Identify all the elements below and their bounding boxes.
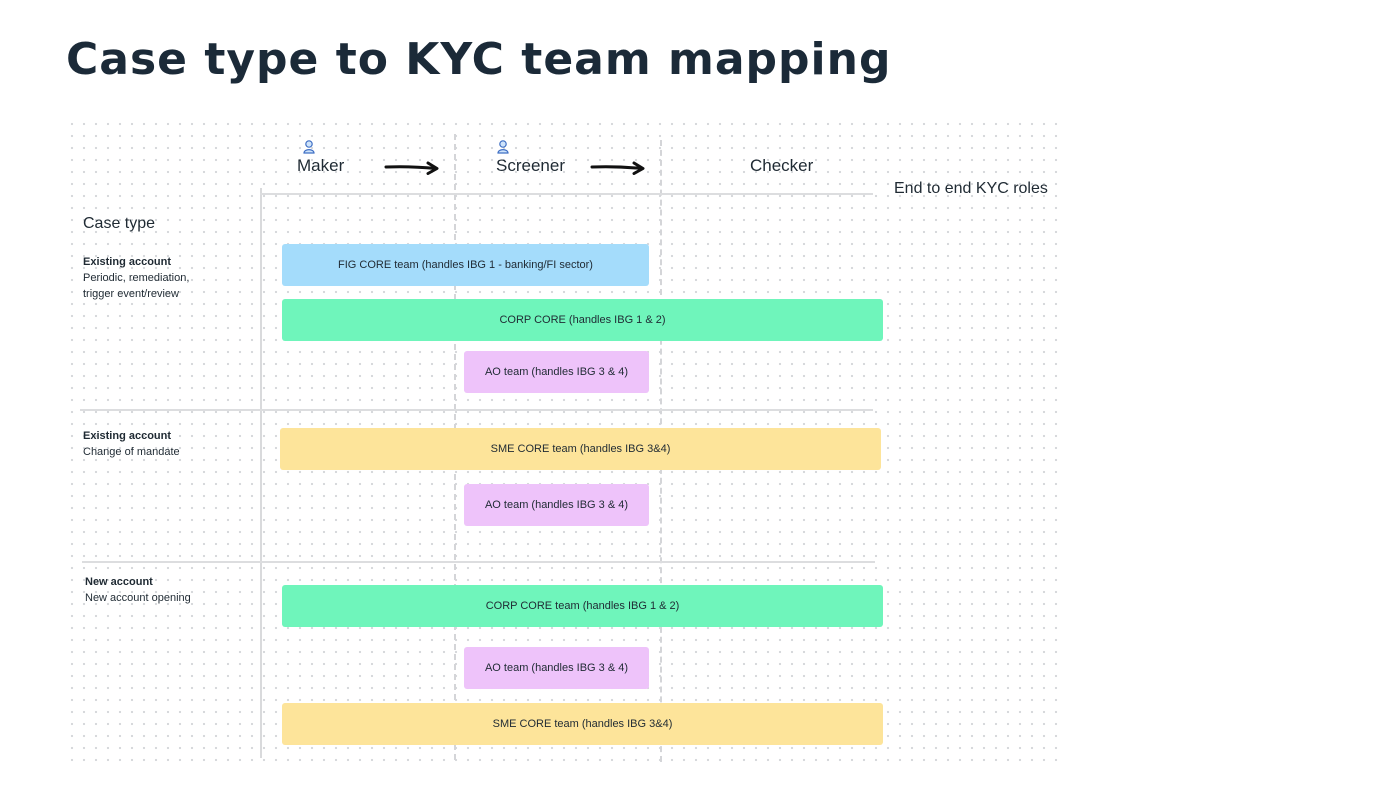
page-title: Case type to KYC team mapping: [66, 34, 892, 85]
end-to-end-roles-label: End to end KYC roles: [894, 180, 1048, 197]
person-icon: [497, 140, 509, 154]
team-bar-ao-team[interactable]: AO team (handles IBG 3 & 4): [464, 647, 649, 689]
arrow-right-icon: [590, 161, 645, 175]
case-type-title: Case type: [83, 215, 156, 232]
team-bar-corp-core[interactable]: CORP CORE team (handles IBG 1 & 2): [282, 585, 883, 627]
arrow-right-icon: [384, 161, 439, 175]
team-bar-fig-core[interactable]: FIG CORE team (handles IBG 1 - banking/F…: [282, 244, 649, 286]
team-bar-ao-team[interactable]: AO team (handles IBG 3 & 4): [464, 351, 649, 393]
case-group-existing-periodic: Existing account Periodic, remediation, …: [83, 254, 189, 302]
team-bar-ao-team[interactable]: AO team (handles IBG 3 & 4): [464, 484, 649, 526]
team-bar-sme-core[interactable]: SME CORE team (handles IBG 3&4): [282, 703, 883, 745]
group-divider-1: [80, 409, 873, 411]
team-bar-corp-core[interactable]: CORP CORE (handles IBG 1 & 2): [282, 299, 883, 341]
case-group-description: New account opening: [85, 592, 191, 604]
case-group-existing-mandate: Existing account Change of mandate: [83, 428, 180, 460]
role-screener-label: Screener: [496, 156, 565, 175]
role-maker-label: Maker: [297, 156, 345, 175]
person-icon: [303, 140, 315, 154]
case-group-title: Existing account: [83, 256, 172, 268]
case-group-title: Existing account: [83, 430, 172, 442]
team-bar-sme-core[interactable]: SME CORE team (handles IBG 3&4): [280, 428, 881, 470]
role-checker-label: Checker: [750, 156, 814, 175]
roles-header-line: [260, 193, 873, 195]
group-divider-2: [82, 561, 875, 563]
case-group-new-account: New account New account opening: [85, 574, 191, 606]
case-group-description: Change of mandate: [83, 446, 180, 458]
case-group-title: New account: [85, 576, 153, 588]
case-group-description: Periodic, remediation, trigger event/rev…: [83, 272, 190, 300]
case-type-divider: [260, 188, 262, 758]
